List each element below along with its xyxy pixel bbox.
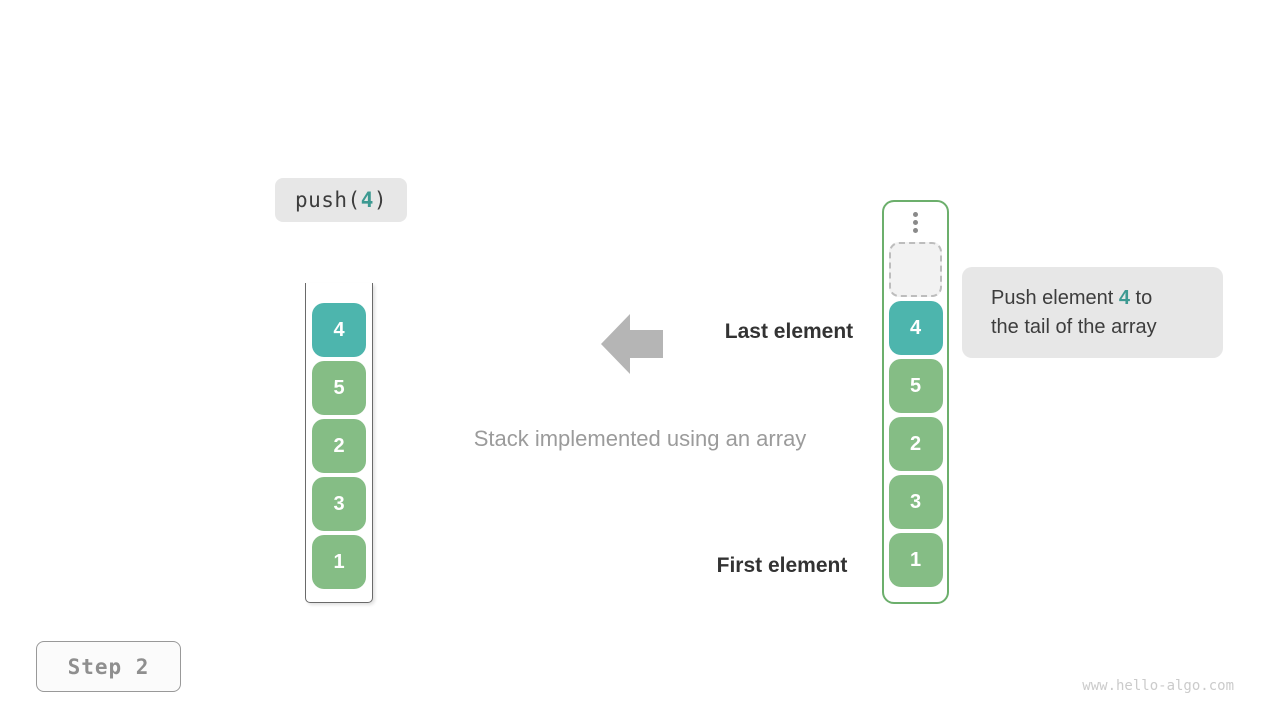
stack-caption: Stack implemented using an array xyxy=(473,426,807,451)
ellipsis-icon xyxy=(913,212,918,233)
array-cell: 2 xyxy=(888,417,943,471)
push-explanation-tooltip: Push element 4 to the tail of the array xyxy=(962,267,1223,358)
push-operation-suffix: ) xyxy=(373,188,388,212)
stack-cell: 4 xyxy=(312,303,366,357)
empty-array-slot xyxy=(889,242,942,297)
array-cell: 5 xyxy=(888,359,943,413)
tooltip-highlight-value: 4 xyxy=(1118,286,1130,309)
tooltip-line-2: the tail of the array xyxy=(991,315,1157,338)
step-badge: Step 2 xyxy=(36,641,181,692)
push-operation-arg: 4 xyxy=(360,188,374,212)
tooltip-line-1: Push element 4 to xyxy=(991,286,1153,309)
stack-cell: 5 xyxy=(312,361,366,415)
push-operation-prefix: push( xyxy=(294,188,361,212)
watermark: www.hello-algo.com xyxy=(1082,678,1234,694)
stack-cell: 1 xyxy=(312,535,366,589)
left-arrow-icon xyxy=(601,314,663,374)
array-cell: 4 xyxy=(888,301,943,355)
first-element-label: First element xyxy=(716,554,848,577)
stack-container: 4 5 2 3 1 xyxy=(305,283,373,603)
stack-cell: 2 xyxy=(312,419,366,473)
last-element-label: Last element xyxy=(724,320,854,343)
push-operation-label: push(4) xyxy=(275,178,407,222)
array-container: 4 5 2 3 1 xyxy=(882,200,949,604)
stack-cell: 3 xyxy=(312,477,366,531)
array-cell: 1 xyxy=(888,533,943,587)
array-cell: 3 xyxy=(888,475,943,529)
